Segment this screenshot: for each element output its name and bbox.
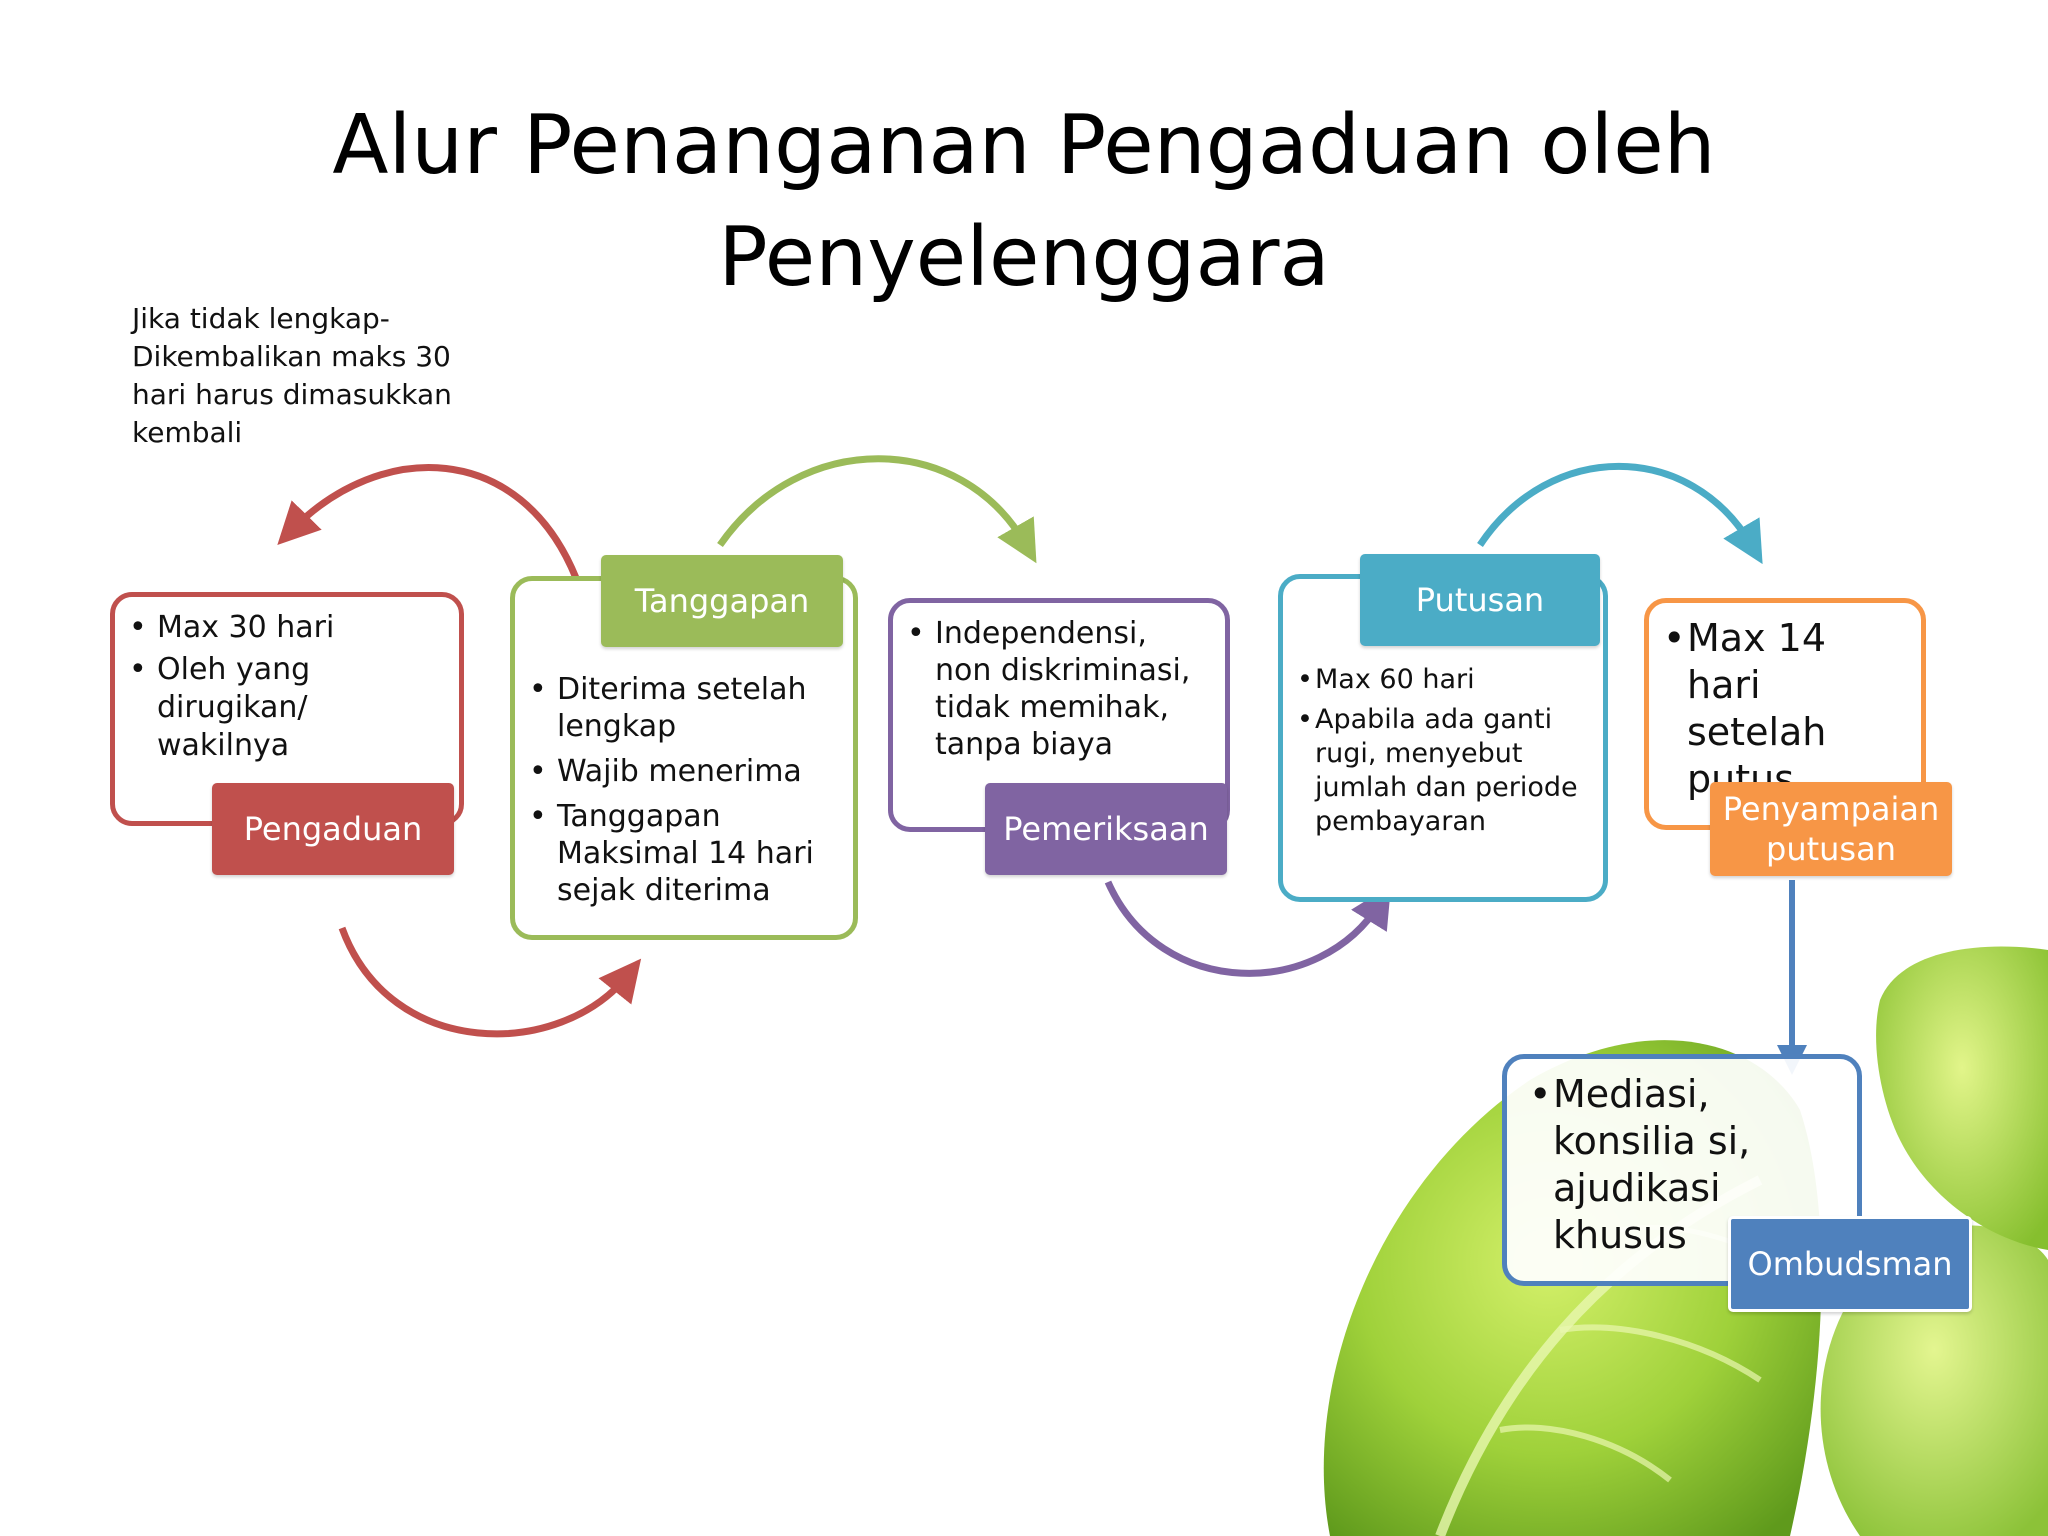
ombudsman-label: Ombudsman — [1728, 1216, 1972, 1312]
page-title: Alur Penanganan Pengaduan oleh Penyeleng… — [280, 90, 1768, 314]
arrow-pengaduan-to-tanggapan — [338, 926, 642, 1038]
incomplete-note: Jika tidak lengkap- Dikembalikan maks 30… — [132, 300, 462, 452]
arrow-tanggapan-to-pemeriksaan — [717, 455, 1037, 564]
pemeriksaan-bullet-1: Independensi, non diskriminasi, tidak me… — [907, 615, 1211, 763]
tanggapan-bullet-1: Diterima setelah lengkap — [529, 671, 839, 745]
tanggapan-label: Tanggapan — [601, 555, 843, 647]
pemeriksaan-label: Pemeriksaan — [985, 783, 1227, 875]
pengaduan-label: Pengaduan — [212, 783, 454, 875]
penyampaian-label-line-2: putusan — [1766, 830, 1896, 868]
pengaduan-box: Max 30 hari Oleh yang dirugikan/ wakilny… — [110, 592, 464, 826]
note-line-3: hari harus dimasukkan — [132, 378, 452, 411]
pengaduan-bullet-2: Oleh yang dirugikan/ wakilnya — [129, 651, 445, 765]
title-line-1: Alur Penanganan Pengaduan oleh — [332, 98, 1716, 193]
penyampaian-label: Penyampaian putusan — [1710, 782, 1952, 876]
pengaduan-bullet-1: Max 30 hari — [129, 609, 445, 647]
ombudsman-bullet-1: Mediasi, konsilia si, ajudikasi khusus — [1529, 1071, 1835, 1259]
putusan-bullet-2: Apabila ada ganti rugi, menyebut jumlah … — [1297, 703, 1589, 839]
note-line-1: Jika tidak lengkap- — [132, 302, 390, 335]
putusan-label: Putusan — [1360, 554, 1600, 646]
penyampaian-label-line-1: Penyampaian — [1722, 790, 1940, 828]
tanggapan-bullet-3: Tanggapan Maksimal 14 hari sejak diterim… — [529, 798, 839, 909]
arrow-pemeriksaan-to-putusan — [1104, 880, 1392, 977]
arrow-putusan-to-penyampaian — [1477, 462, 1763, 565]
title-line-2: Penyelenggara — [718, 210, 1330, 305]
penyampaian-bullet-1: Max 14 hari setelah putus — [1663, 615, 1907, 803]
return-arrow — [277, 464, 580, 580]
note-line-4: kembali — [132, 416, 243, 449]
putusan-bullet-1: Max 60 hari — [1297, 663, 1589, 697]
note-line-2: Dikembalikan maks 30 — [132, 340, 451, 373]
tanggapan-bullet-2: Wajib menerima — [529, 753, 839, 790]
